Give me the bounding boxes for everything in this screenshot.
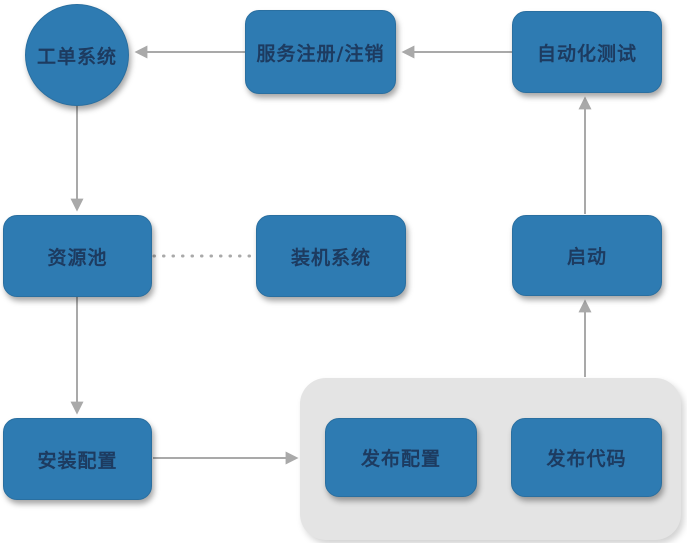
node-label: 安装配置 <box>37 449 118 472</box>
node-label: 装机系统 <box>290 246 371 269</box>
node-label: 服务注册/注销 <box>256 42 385 65</box>
node-install-config: 安装配置 <box>3 418 152 500</box>
node-work-order-system: 工单系统 <box>25 4 129 106</box>
node-label: 资源池 <box>47 246 108 269</box>
node-label: 发布配置 <box>360 448 441 470</box>
node-label: 工单系统 <box>36 45 117 68</box>
node-resource-pool: 资源池 <box>3 215 152 297</box>
node-start: 启动 <box>512 215 662 296</box>
node-label: 自动化测试 <box>536 42 637 65</box>
node-label: 发布代码 <box>546 448 627 470</box>
node-label: 启动 <box>566 246 607 268</box>
node-installation-system: 装机系统 <box>256 215 406 297</box>
node-release-code: 发布代码 <box>511 418 662 497</box>
node-service-registration: 服务注册/注销 <box>245 10 396 94</box>
node-automated-testing: 自动化测试 <box>512 11 662 93</box>
node-release-config: 发布配置 <box>325 418 477 497</box>
